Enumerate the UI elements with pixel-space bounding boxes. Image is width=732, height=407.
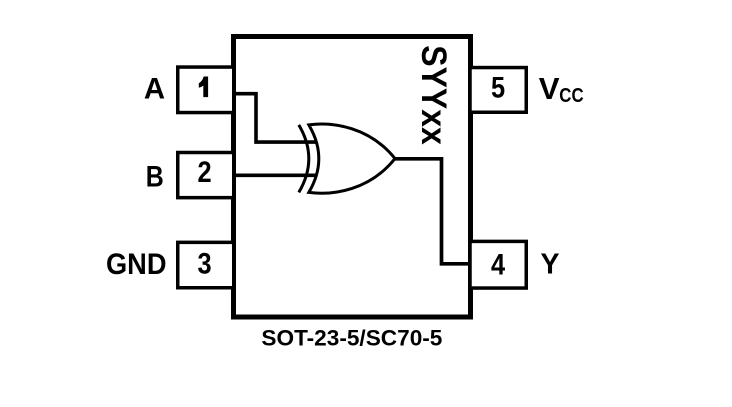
svg-text:SYYxx: SYYxx [414,45,454,145]
svg-text:4: 4 [491,248,505,281]
svg-text:5: 5 [491,72,505,105]
svg-text:V: V [539,71,560,106]
svg-text:CC: CC [559,85,583,107]
svg-text:Y: Y [541,249,560,281]
svg-text:3: 3 [197,247,211,280]
svg-text:GND: GND [106,248,167,281]
svg-text:A: A [144,72,165,105]
svg-text:2: 2 [197,156,211,189]
svg-text:B: B [146,161,164,194]
svg-text:SOT-23-5/SC70-5: SOT-23-5/SC70-5 [261,326,442,351]
